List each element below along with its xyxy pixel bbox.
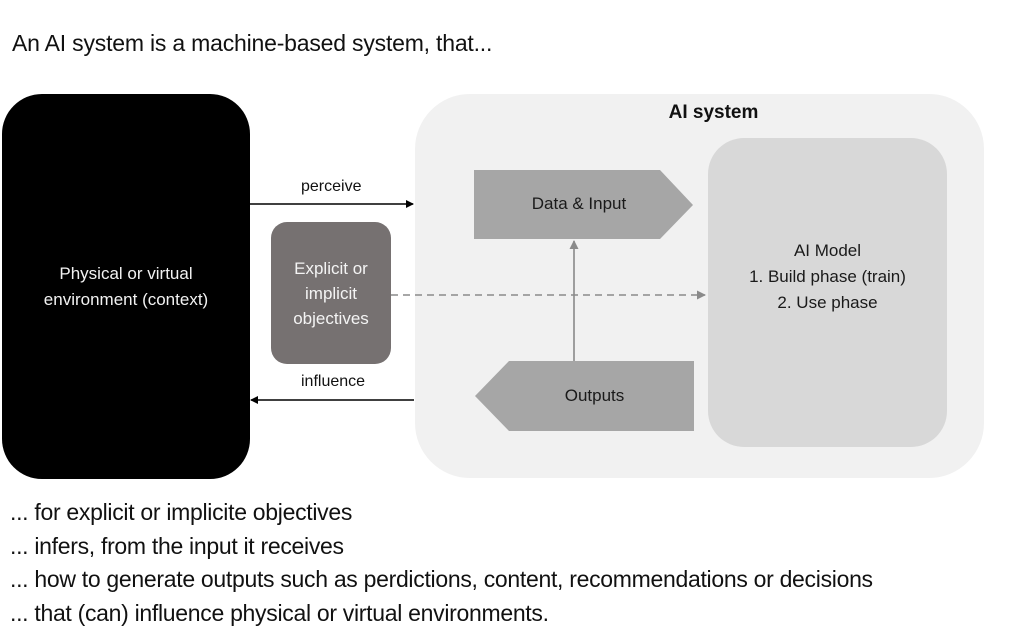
objectives-label: Explicit or implicit objectives (293, 258, 369, 328)
definition-item: ... for explicit or implicite objectives (10, 499, 353, 525)
environment-box: Physical or virtual environment (context… (2, 94, 250, 479)
definition-list: ... for explicit or implicite objectives… (10, 496, 873, 630)
ai-model-title: AI Model (793, 240, 862, 260)
perceive-label: perceive (301, 178, 362, 195)
ai-system-title: AI system (668, 102, 759, 123)
ai-model-phase-build: 1. Build phase (train) (749, 266, 906, 286)
objectives-box: Explicit or implicit objectives (271, 222, 391, 364)
data-input-shape (474, 170, 693, 239)
definition-item: ... infers, from the input it receives (10, 532, 344, 559)
definition-item: ... that (can) influence physical or vir… (10, 599, 549, 626)
influence-label: influence (301, 373, 366, 390)
page-heading: An AI system is a machine-based system, … (12, 30, 493, 56)
ai-model-box: AI Model 1. Build phase (train) 2. Use p… (708, 138, 947, 447)
environment-label: Physical or virtual environment (context… (43, 263, 209, 309)
outputs-label: Outputs (564, 386, 625, 405)
outputs-shape (475, 361, 694, 431)
data-input-label: Data & Input (531, 194, 627, 213)
definition-item: ... how to generate outputs such as perd… (10, 566, 873, 592)
ai-model-phase-use: 2. Use phase (777, 292, 878, 312)
